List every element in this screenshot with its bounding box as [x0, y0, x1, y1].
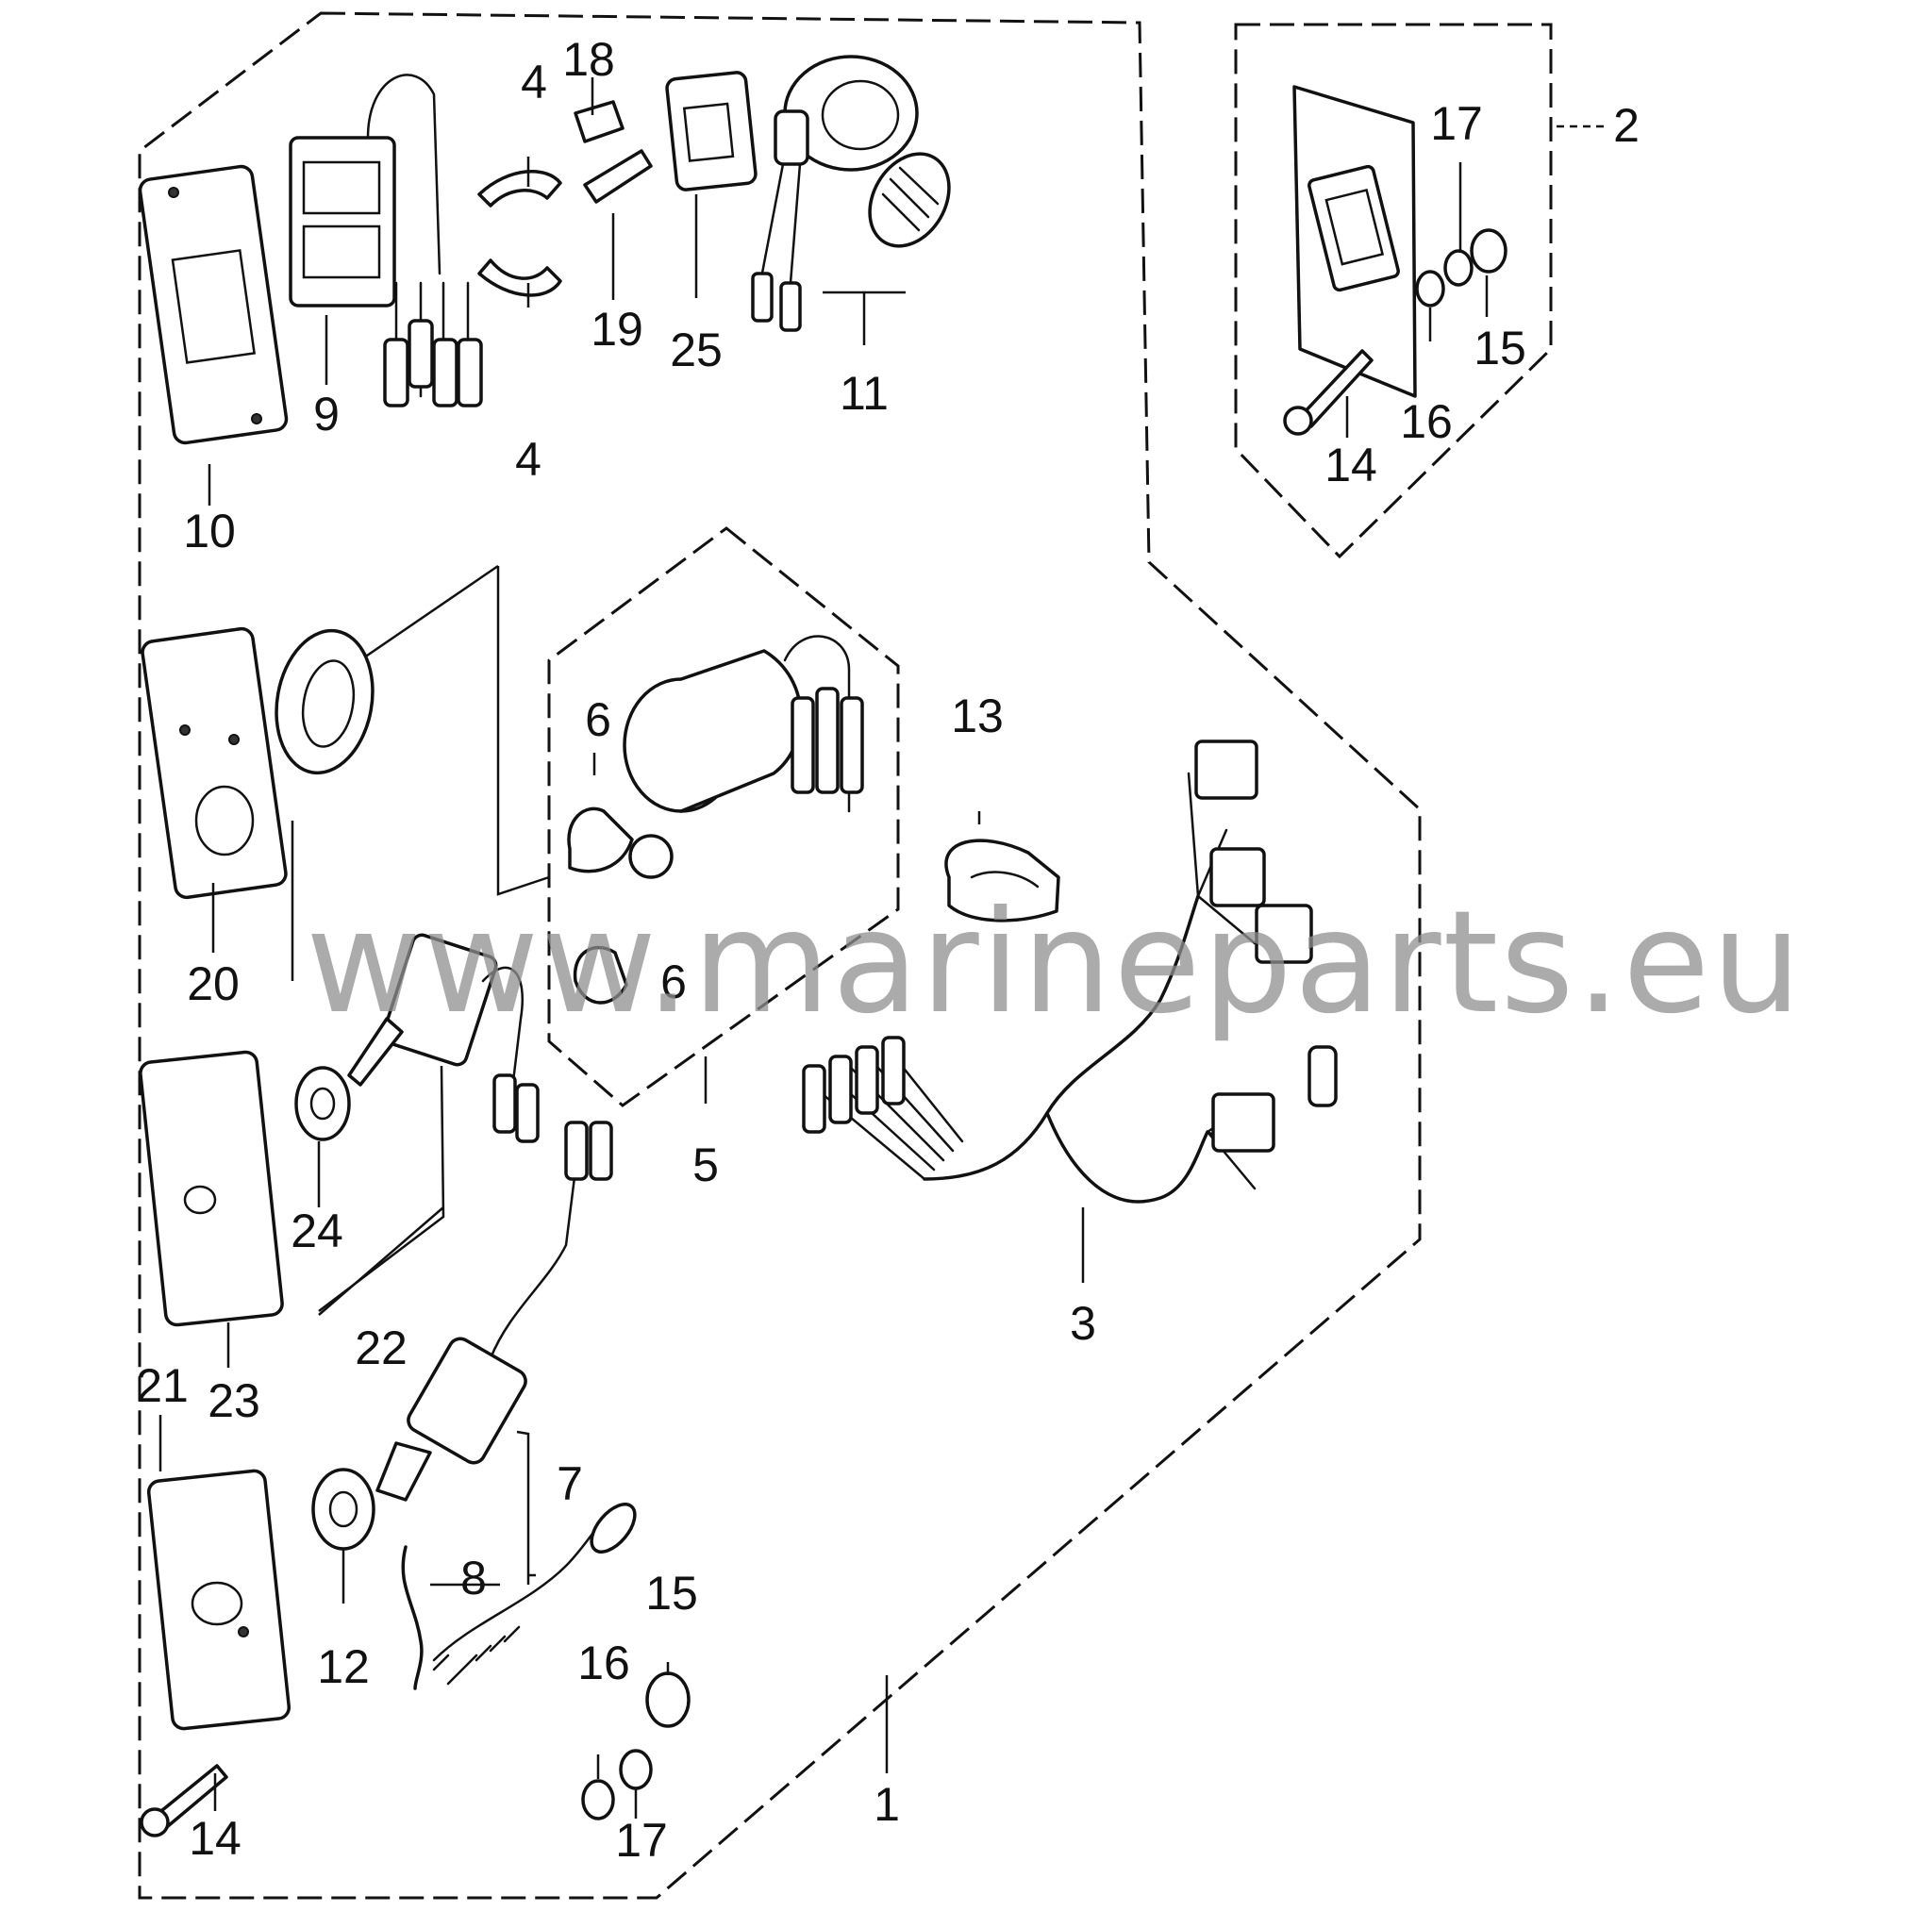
- wire-harness-3: [802, 740, 1338, 1204]
- toggle-switch-bracket-outline: [318, 564, 550, 1316]
- callout-19: 19: [591, 303, 643, 356]
- washer-17-upper: [1443, 249, 1474, 287]
- callout-20: 20: [187, 957, 240, 1010]
- screw-14-lower: [140, 1764, 228, 1837]
- connector-25: [665, 71, 758, 191]
- sleeve-19: [583, 149, 653, 204]
- callout-8: 8: [460, 1552, 487, 1604]
- callout-12: 12: [317, 1640, 370, 1693]
- lanyard-8: [401, 1503, 637, 1690]
- clip-4-upper: [477, 169, 562, 208]
- callout-4-upper: 4: [521, 56, 547, 108]
- callout-6-lower: 6: [660, 956, 687, 1008]
- callout-25: 25: [670, 324, 723, 376]
- clamp-13: [944, 839, 1060, 922]
- panel-plate-20: [141, 626, 288, 900]
- key-6-upper: [567, 806, 674, 879]
- callout-16-lower: 16: [577, 1637, 630, 1689]
- ignition-switch-subassembly-outline: [547, 526, 900, 1107]
- washer-17-lower: [619, 1749, 653, 1790]
- callout-14-lower: 14: [189, 1812, 242, 1865]
- watermark: www.marineparts.eu: [306, 881, 1804, 1045]
- callout-9: 9: [313, 388, 340, 440]
- grommet: [275, 628, 375, 775]
- callout-10: 10: [183, 505, 236, 557]
- callout-22: 22: [355, 1321, 408, 1374]
- callout-18: 18: [562, 33, 615, 86]
- callout-21: 21: [136, 1359, 189, 1412]
- main-assembly-outline: [138, 11, 1422, 1900]
- stop-switch-7: [375, 1121, 613, 1502]
- callout-4-lower: 4: [515, 433, 541, 486]
- callout-17-lower: 17: [615, 1814, 668, 1867]
- callout-16-upper: 16: [1400, 395, 1453, 448]
- callout-5: 5: [692, 1139, 719, 1191]
- callout-3: 3: [1070, 1297, 1096, 1350]
- clip-4-lower: [477, 258, 562, 297]
- callout-2: 2: [1613, 99, 1640, 152]
- nut-15-upper: [1470, 228, 1507, 274]
- parts: [138, 55, 1507, 1837]
- nut-24: [294, 1066, 351, 1141]
- washer-16-upper: [1415, 270, 1445, 307]
- switch-panel-2: [1292, 85, 1417, 398]
- buzzer-11: [751, 55, 951, 332]
- callout-15-lower: 15: [645, 1567, 698, 1620]
- ignition-switch-5: [623, 635, 864, 813]
- key-6-lower: [573, 945, 628, 1005]
- switch-panel-assembly-outline: [1234, 23, 1553, 559]
- callout-14-upper: 14: [1324, 439, 1377, 491]
- rocker-switch-9: [289, 74, 483, 407]
- washer-16-lower: [581, 1779, 615, 1820]
- callout-6-upper: 6: [585, 693, 611, 746]
- callout-1: 1: [874, 1778, 900, 1831]
- nut-15-lower: [645, 1671, 691, 1728]
- callout-13: 13: [951, 690, 1004, 742]
- panel-plate-21: [146, 1469, 291, 1731]
- toggle-switch-22: [347, 933, 540, 1143]
- callout-17-upper: 17: [1430, 97, 1483, 150]
- callout-23: 23: [208, 1374, 260, 1427]
- callout-15-upper: 15: [1474, 322, 1526, 374]
- nut-12: [311, 1468, 375, 1551]
- callout-24: 24: [291, 1205, 343, 1257]
- callout-11: 11: [840, 367, 889, 420]
- assembly-outlines: [138, 11, 1553, 1900]
- screw-14-upper: [1283, 349, 1374, 436]
- leader-lines: [158, 77, 1604, 1819]
- panel-plate-23: [139, 1050, 284, 1327]
- callout-labels: 10 9 4 4 18 19 25 11 2 17 15 16 14 20 6 …: [136, 33, 1640, 1867]
- panel-plate-10: [138, 164, 289, 445]
- screw-18: [574, 100, 625, 143]
- callout-7: 7: [557, 1457, 583, 1510]
